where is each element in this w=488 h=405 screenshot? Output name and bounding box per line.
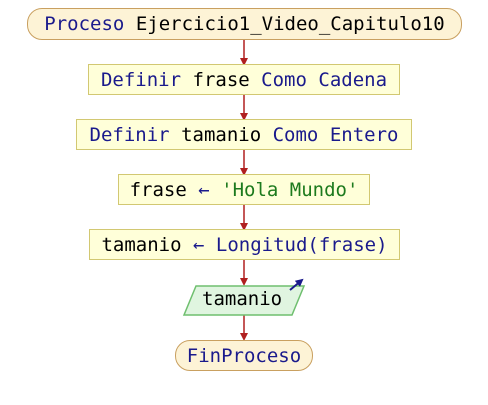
define-tamanio-step: Definir tamanio Como Entero	[76, 119, 412, 150]
variable-name: frase	[192, 68, 250, 91]
start-terminal: Proceso Ejercicio1_Video_Capitulo10	[27, 8, 462, 40]
assign-frase-step: frase ← 'Hola Mundo'	[118, 174, 370, 205]
variable-name: frase	[129, 178, 187, 201]
process-name: Ejercicio1_Video_Capitulo10	[135, 13, 445, 35]
end-terminal: FinProceso	[175, 340, 313, 371]
type-name: Entero	[329, 123, 399, 146]
start-keyword: Proceso	[44, 13, 125, 35]
define-keyword: Definir	[89, 123, 170, 146]
define-keyword: Definir	[100, 68, 182, 91]
type-name: Cadena	[318, 68, 388, 91]
assign-arrow: ←	[193, 233, 205, 256]
end-keyword: FinProceso	[186, 344, 302, 367]
function-call: Longitud(frase)	[215, 233, 388, 256]
output-arrow-icon	[289, 278, 304, 291]
output-parallelogram	[182, 285, 306, 316]
variable-name: tamanio	[101, 233, 182, 256]
string-value: 'Hola Mundo'	[221, 178, 359, 201]
assign-tamanio-step: tamanio ← Longitud(frase)	[89, 229, 400, 260]
output-text: tamanio	[202, 288, 283, 310]
como-keyword: Como	[272, 123, 319, 146]
define-frase-step: Definir frase Como Cadena	[88, 64, 400, 95]
assign-arrow: ←	[198, 178, 210, 201]
variable-name: tamanio	[181, 123, 262, 146]
como-keyword: Como	[261, 68, 307, 91]
